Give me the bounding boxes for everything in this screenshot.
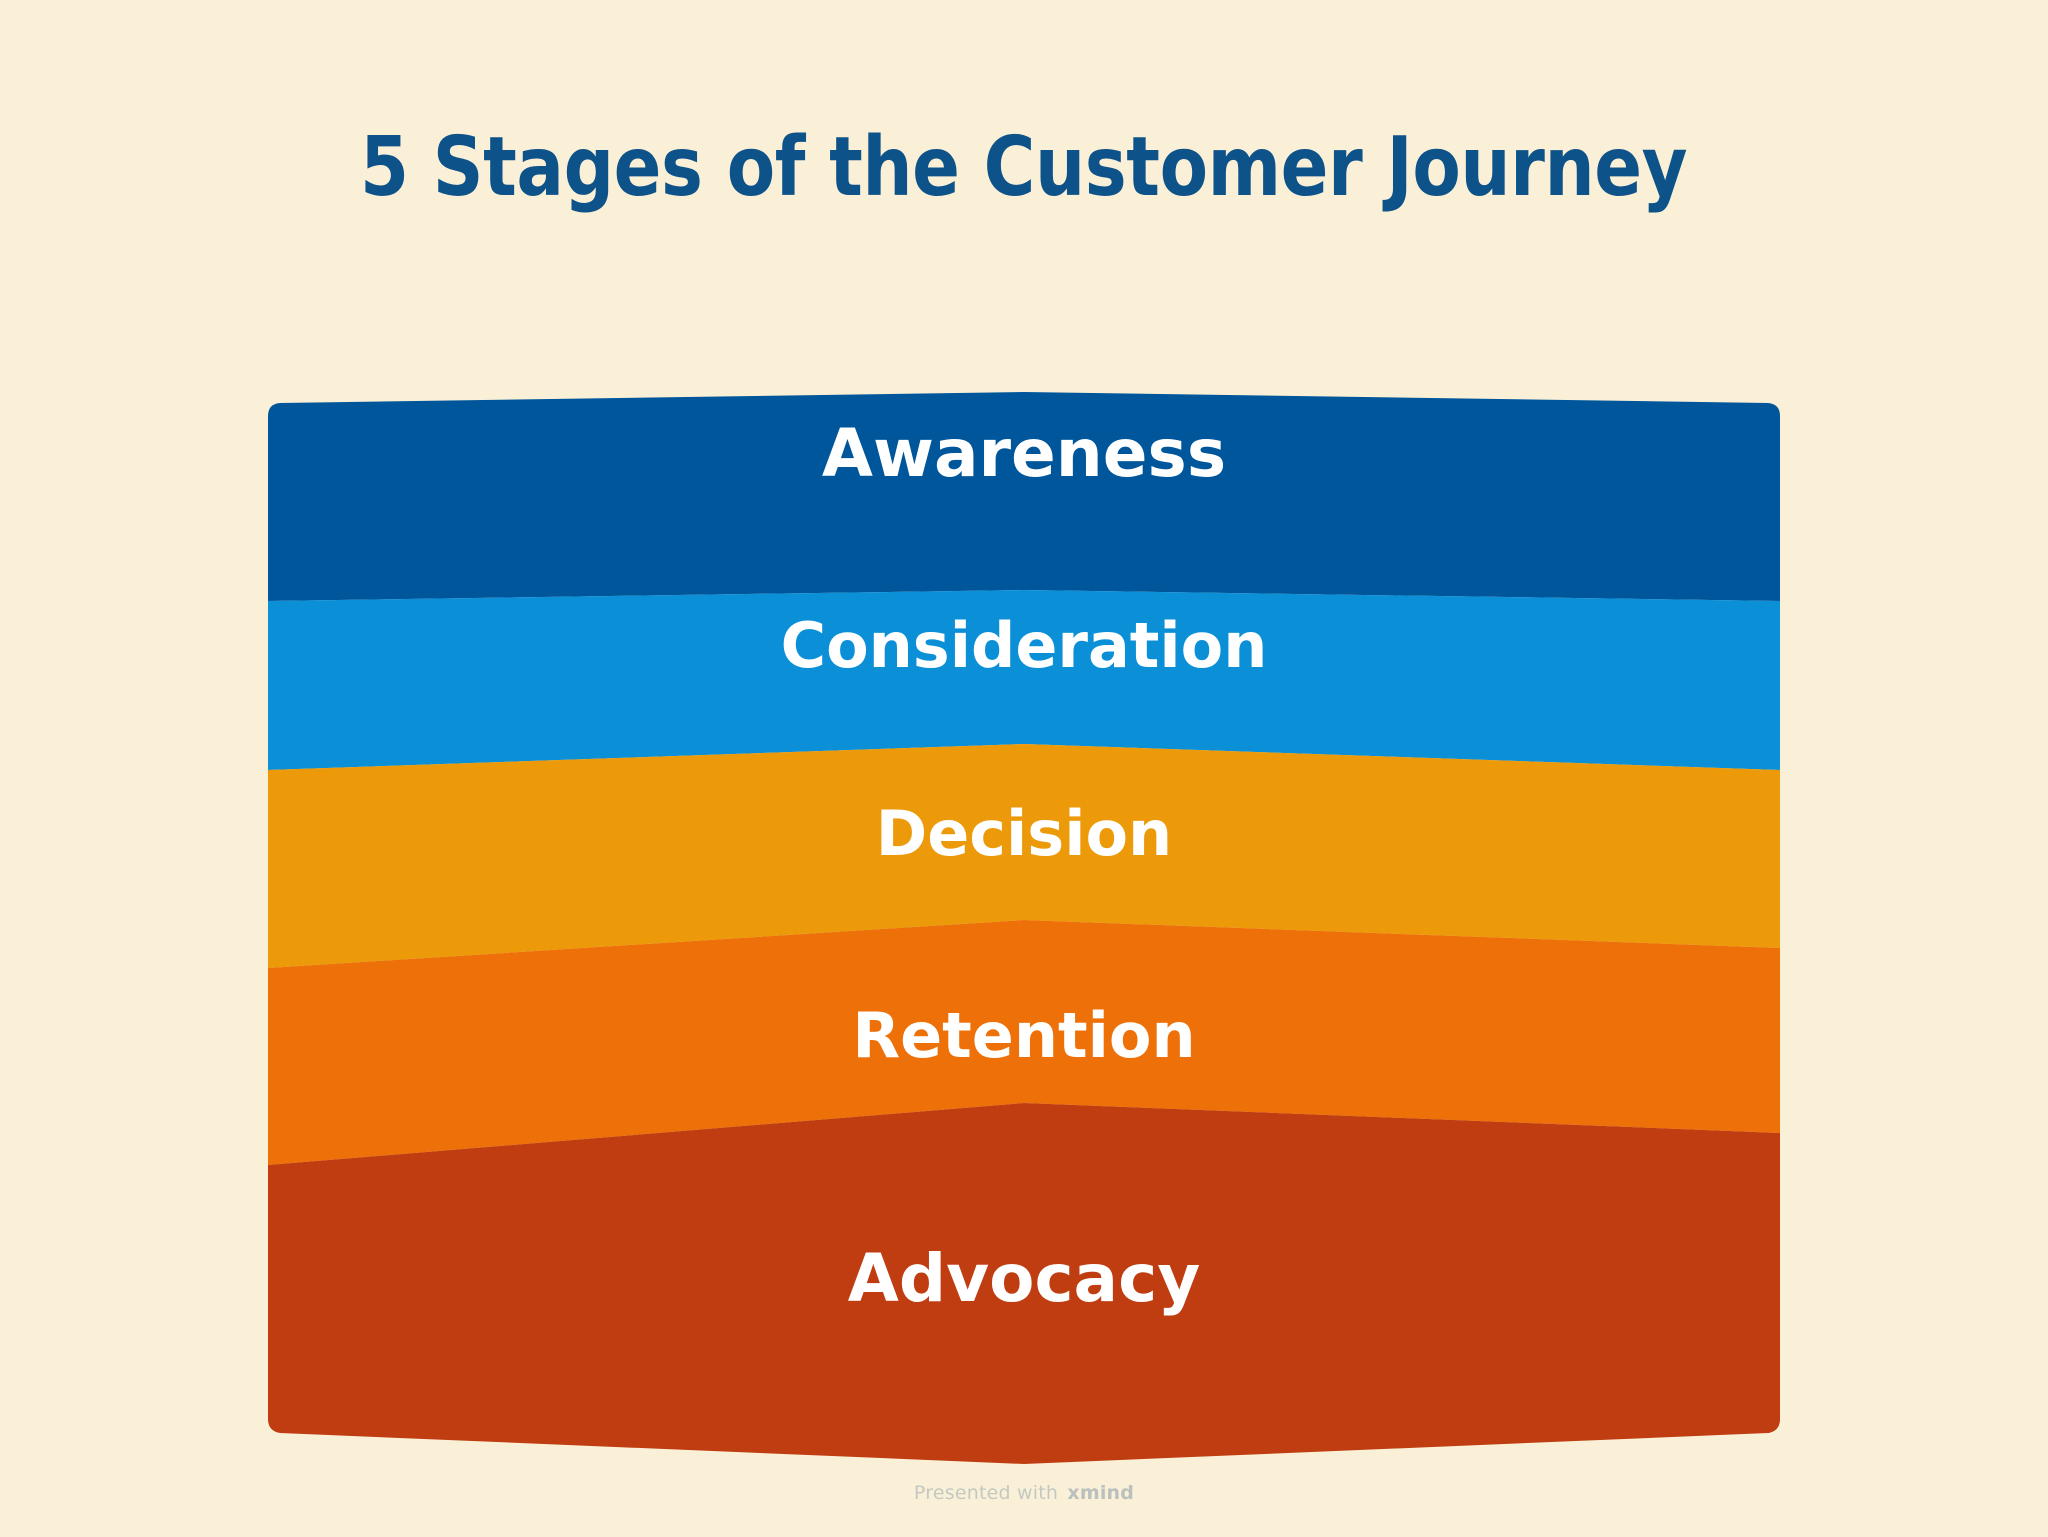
funnel-stage-advocacy[interactable]: Advocacy: [268, 1103, 1780, 1464]
funnel-stage-consideration-shape[interactable]: [268, 590, 1780, 770]
page-title: 5 Stages of the Customer Journey: [360, 119, 1688, 215]
funnel-stage-awareness[interactable]: Awareness: [268, 392, 1780, 601]
funnel-stage-advocacy-shape[interactable]: [268, 1103, 1780, 1464]
page-title-container: 5 Stages of the Customer Journey: [0, 72, 2048, 264]
footer-prefix-text: Presented with: [913, 1482, 1065, 1504]
footer-brand-xmind: xmind: [1067, 1482, 1135, 1504]
funnel-stage-decision-shape[interactable]: [268, 744, 1780, 968]
funnel-stage-retention-shape[interactable]: [268, 920, 1780, 1165]
footer-attribution: Presented with xmind: [0, 1482, 2048, 1504]
funnel-stage-awareness-shape[interactable]: [268, 392, 1780, 601]
funnel-stage-consideration[interactable]: Consideration: [268, 590, 1780, 770]
